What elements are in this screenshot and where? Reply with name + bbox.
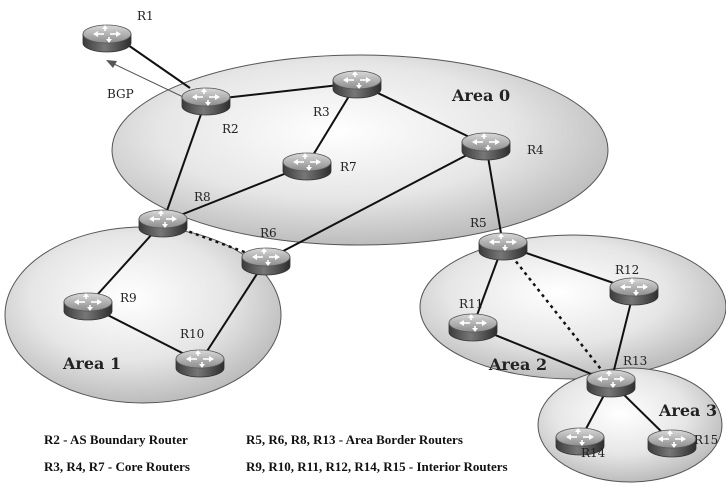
router-r4[interactable] [461,132,511,161]
link-r11-r13 [472,325,612,383]
link-r10-r6 [199,259,267,363]
router-r6[interactable] [241,247,291,276]
router-label-r11: R11 [459,297,483,311]
router-label-r8: R8 [194,190,211,204]
router-r10[interactable] [175,349,225,378]
link-r8-r7 [162,164,308,223]
router-label-r14: R14 [581,446,606,460]
router-label-r6: R6 [260,226,277,240]
router-r3[interactable] [332,70,382,99]
router-r11[interactable] [448,313,498,342]
router-label-r2: R2 [222,122,239,136]
router-label-r9: R9 [120,291,137,305]
router-r1[interactable] [82,24,132,53]
router-r12[interactable] [609,277,659,306]
router-label-r13: R13 [623,354,647,368]
area-1-region [4,226,282,404]
link-r12-r13 [610,289,635,383]
link-r6-r4 [265,144,487,261]
router-label-r15: R15 [694,433,718,447]
legend-abr: R5, R6, R8, R13 - Area Border Routers [246,432,463,447]
router-label-r12: R12 [615,263,639,277]
legend-asbr: R2 - AS Boundary Router [44,432,188,447]
area-2-region [419,234,726,380]
router-r13[interactable] [586,369,636,398]
legend-interior: R9, R10, R11, R12, R14, R15 - Interior R… [246,459,508,474]
area-3-label: Area 3 [658,401,717,420]
area-0-region [111,54,609,246]
router-label-r10: R10 [180,327,204,341]
router-r9[interactable] [63,292,113,321]
link-r2-r8 [162,99,207,223]
dashed-link-r5-r13 [502,244,612,383]
router-label-r5: R5 [470,216,487,230]
router-label-r1: R1 [137,9,154,23]
router-r2[interactable] [181,87,231,116]
router-r8[interactable] [138,209,188,238]
router-label-r4: R4 [527,143,544,157]
router-r7[interactable] [282,152,332,181]
router-r5[interactable] [478,232,528,261]
link-r2-r3 [205,82,358,101]
area-0-label: Area 0 [451,86,510,105]
bgp-label: BGP [107,87,134,101]
link-r4-r5 [485,144,504,246]
area-2-label: Area 2 [488,355,547,374]
router-label-r3: R3 [313,105,330,119]
legend-core: R3, R4, R7 - Core Routers [44,459,190,474]
area-1-label: Area 1 [62,354,121,373]
router-r15[interactable] [647,429,697,458]
router-label-r7: R7 [340,160,357,174]
